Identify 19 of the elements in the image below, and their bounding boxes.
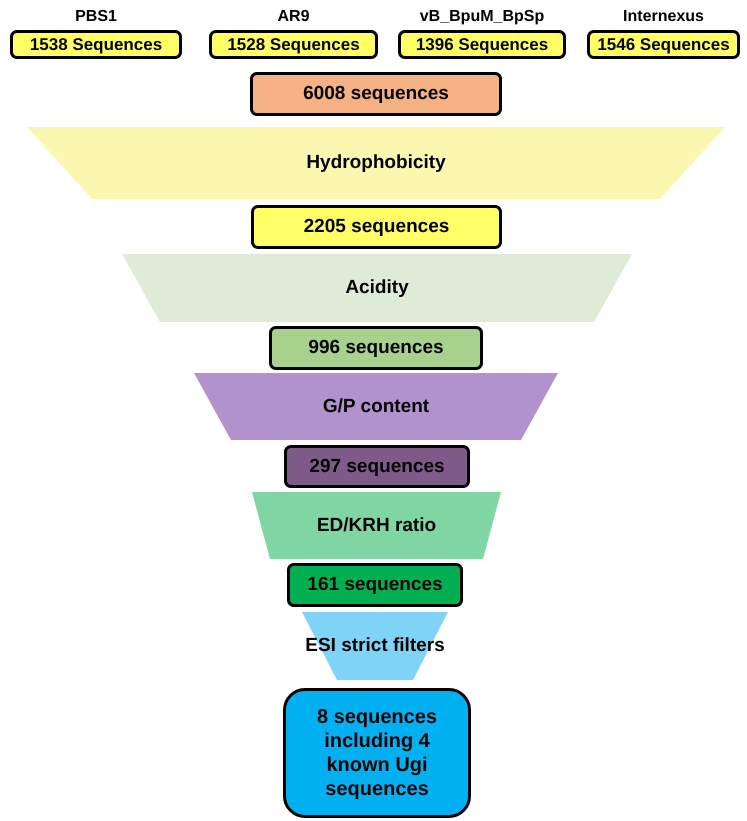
count-box: 8 sequences including 4 known Ugi sequences xyxy=(283,688,471,818)
count-box: 996 sequences xyxy=(269,326,483,370)
source-label: vB_BpuM_BpSp xyxy=(418,8,546,26)
count-box: 1546 Sequences xyxy=(587,30,740,59)
count-box: 1528 Sequences xyxy=(209,30,378,59)
filter-stage: G/P content xyxy=(194,373,558,440)
filter-stage: ED/KRH ratio xyxy=(252,492,501,559)
count-box: 297 sequences xyxy=(284,445,470,488)
filter-stage: Hydrophobicity xyxy=(27,127,725,199)
count-box: 1538 Sequences xyxy=(10,30,182,59)
count-box: 161 sequences xyxy=(287,563,463,607)
source-label: AR9 xyxy=(276,8,310,26)
source-label: PBS1 xyxy=(74,8,118,26)
source-label: Internexus xyxy=(622,8,705,26)
count-box: 6008 sequences xyxy=(250,72,502,116)
filter-stage: Acidity xyxy=(122,254,632,322)
count-box: 1396 Sequences xyxy=(398,30,566,59)
count-box: 2205 sequences xyxy=(251,205,502,249)
filter-stage: ESI strict filters xyxy=(302,612,448,680)
